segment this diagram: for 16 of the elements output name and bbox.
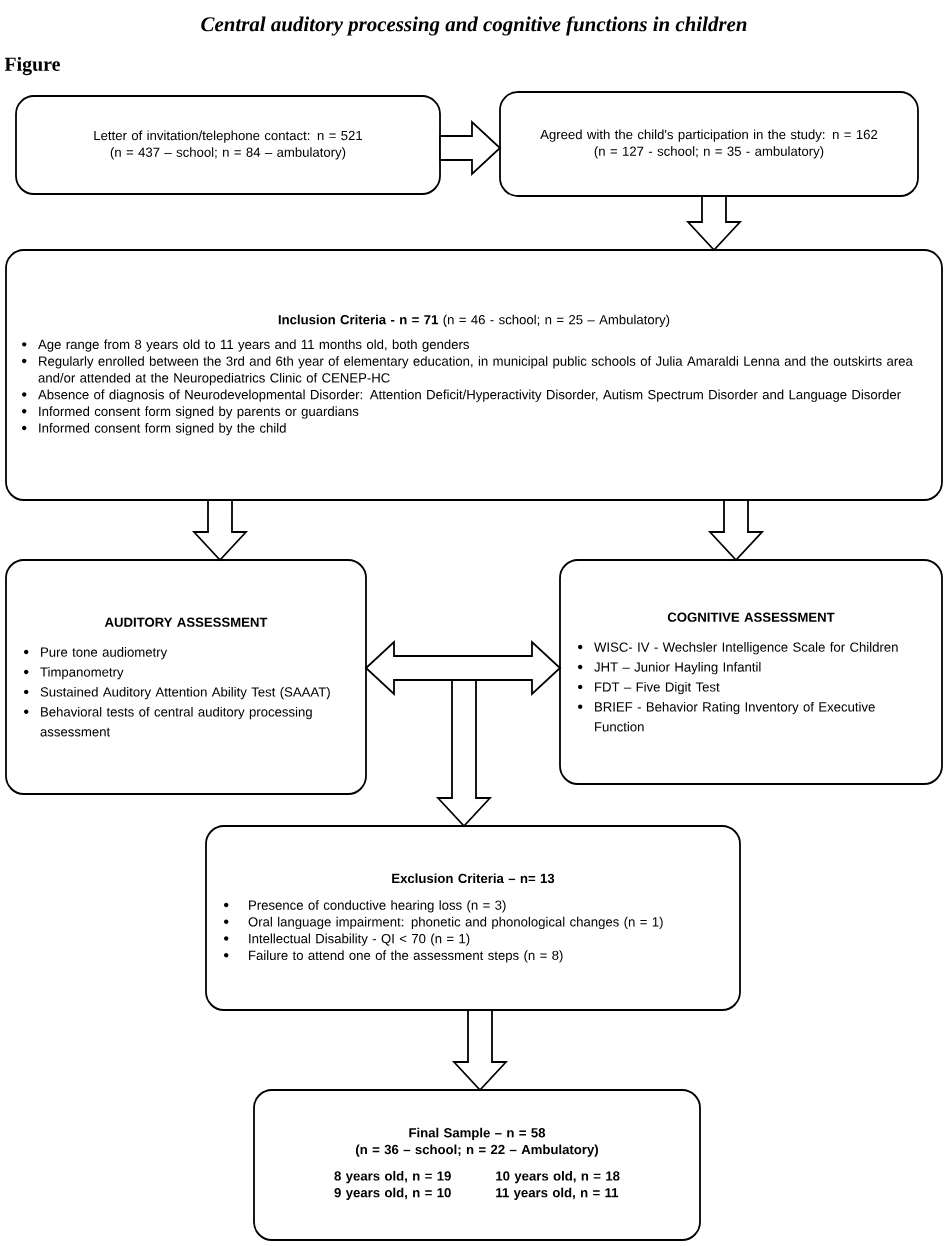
block-arrow (451, 1009, 509, 1092)
criteria-box (205, 825, 741, 1011)
assessment-box (5, 559, 367, 795)
assessment-box (559, 559, 943, 785)
figure-label: Figure (4, 56, 60, 76)
block-arrow (707, 499, 765, 562)
block-arrow (439, 119, 502, 177)
block-arrow (364, 639, 562, 697)
block-arrow (685, 195, 743, 252)
criteria-box (5, 249, 943, 501)
title: Central auditory processing and cognitive functions in children (201, 16, 747, 36)
result-box (253, 1089, 701, 1241)
block-arrow (191, 499, 249, 562)
process-box (15, 95, 441, 195)
block-arrow (435, 677, 493, 828)
process-box (499, 91, 919, 197)
